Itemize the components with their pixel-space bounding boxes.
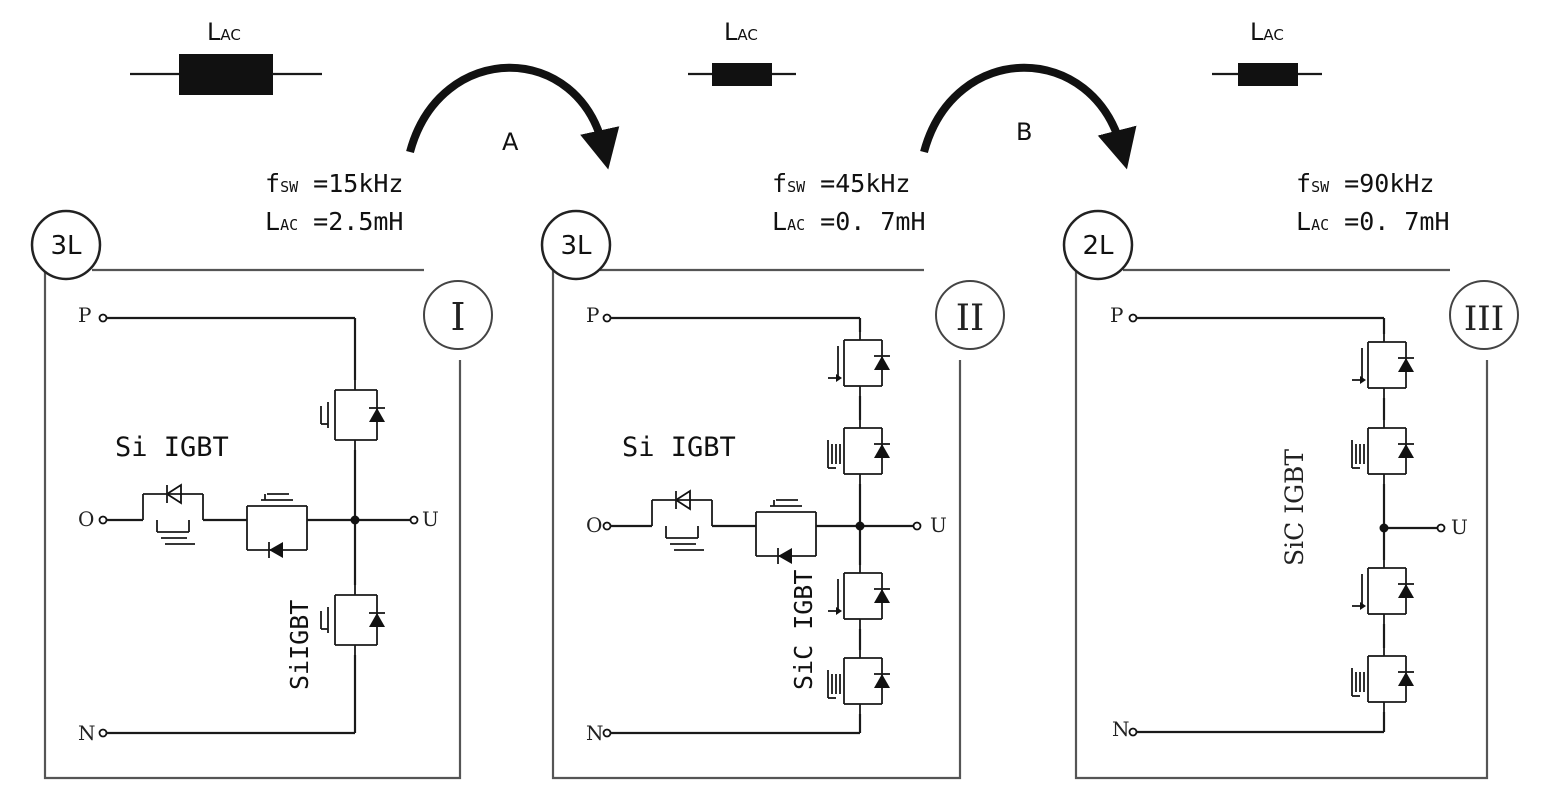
panel-3: 2L III P U N SiC IGBT: [1062, 209, 1519, 780]
panel-2-terminal-u: U: [930, 513, 947, 537]
panel-3-params: fSW =90kHz LAC =0. 7mH: [1296, 169, 1450, 236]
panel-3-mosfet-2: [1351, 419, 1415, 485]
panel-1-level-badge: [30, 209, 102, 281]
panel-1: 3L I P O N U Si IGBT SiIGBT: [30, 209, 493, 780]
panel-1-level: 3L: [50, 231, 82, 261]
panel-2-bidir-switch-1: [651, 490, 713, 551]
panel-2-lac: LAC =0. 7mH: [772, 207, 926, 236]
panel-3-mosfet-4: [1351, 647, 1415, 713]
panel-2: 3L II P O U N Si IGBT SiC IGBT: [540, 209, 1005, 780]
panel-1-terminal-p: P: [78, 303, 91, 327]
panel-3-mosfet-3: [1351, 559, 1415, 625]
panel-1-params: fSW =15kHz LAC =2.5mH: [265, 169, 403, 236]
inductor-2: LAC: [688, 18, 796, 86]
panel-3-level-badge: [1062, 209, 1134, 281]
panel-2-mosfet-4: [827, 649, 891, 715]
panel-2-terminal-o: O: [586, 513, 602, 537]
inductor-3-label: LAC: [1250, 18, 1284, 46]
panel-2-level: 3L: [560, 231, 592, 261]
panel-1-terminal-n: N: [78, 721, 96, 745]
panel-1-lac: LAC =2.5mH: [265, 207, 403, 236]
panel-2-terminal-p: P: [586, 303, 599, 327]
panel-2-mosfet-1: [827, 331, 891, 397]
panel-3-terminal-u: U: [1451, 515, 1468, 539]
panel-3-device-label-2: SiC IGBT: [1280, 449, 1309, 566]
panel-1-terminal-o: O: [78, 507, 94, 531]
panel-3-lac: LAC =0. 7mH: [1296, 207, 1450, 236]
inductor-1: LAC: [130, 18, 322, 95]
inductor-1-label: LAC: [207, 18, 241, 46]
panel-2-device-label-1: Si IGBT: [622, 432, 736, 463]
panel-3-roman: III: [1464, 299, 1504, 339]
panel-3-mosfet-1: [1351, 333, 1415, 399]
panel-1-roman: I: [450, 295, 465, 339]
panel-2-device-label-2: SiC IGBT: [789, 570, 818, 690]
panel-1-roman-badge: [423, 280, 493, 350]
transition-a-label: A: [502, 128, 519, 156]
panel-2-bidir-switch-2: [755, 499, 817, 565]
panel-2-terminal-n: N: [586, 721, 604, 745]
panel-1-terminal-u: U: [422, 507, 439, 531]
panel-1-bidir-switch-1: [142, 484, 204, 545]
transition-arrow-b: B: [920, 63, 1137, 170]
panel-2-params: fSW =45kHz LAC =0. 7mH: [772, 169, 926, 236]
transition-b-label: B: [1016, 118, 1032, 146]
inductor-3: LAC: [1212, 18, 1322, 86]
panel-1-bidir-switch-2: [246, 493, 308, 559]
panel-1-device-label-2: SiIGBT: [285, 600, 314, 690]
panel-3-level: 2L: [1082, 231, 1114, 261]
panel-1-lower-igbt: [320, 584, 386, 656]
panel-2-roman: II: [956, 298, 984, 339]
panel-2-mosfet-2: [827, 419, 891, 485]
inductor-2-label: LAC: [724, 18, 758, 46]
panel-3-fsw: fSW =90kHz: [1296, 169, 1434, 198]
panel-1-upper-igbt: [320, 379, 386, 451]
panel-2-level-badge: [540, 209, 612, 281]
panel-3-terminal-n: N: [1112, 717, 1130, 741]
transition-arrow-a: A: [406, 63, 620, 170]
panel-2-fsw: fSW =45kHz: [772, 169, 910, 198]
panel-1-fsw: fSW =15kHz: [265, 169, 403, 198]
panel-3-roman-badge: [1449, 280, 1519, 350]
panel-1-device-label-1: Si IGBT: [115, 432, 229, 463]
panel-2-roman-badge: [935, 280, 1005, 350]
panel-3-terminal-p: P: [1110, 303, 1123, 327]
panel-2-mosfet-3: [827, 564, 891, 630]
